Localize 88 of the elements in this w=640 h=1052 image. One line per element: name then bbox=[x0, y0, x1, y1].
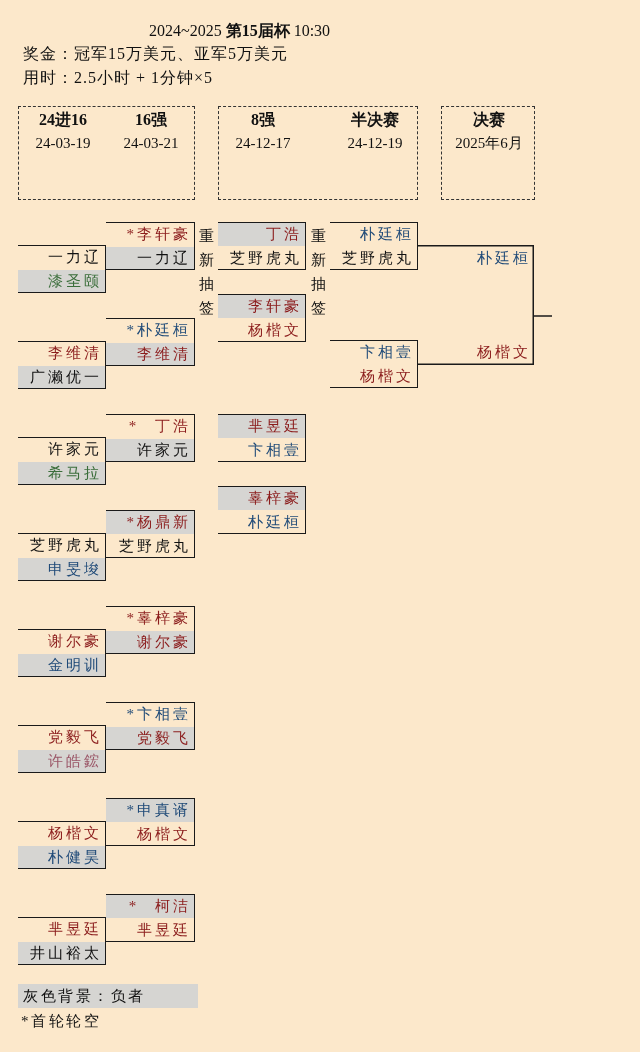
match-bracket bbox=[18, 245, 106, 293]
player-name: *卞相壹 bbox=[126, 703, 191, 726]
match-bracket bbox=[218, 294, 306, 342]
loser-cell: 广濑优一 bbox=[18, 365, 105, 388]
legend-label: 灰色背景：负者 bbox=[23, 987, 146, 1006]
player-name: 卞相壹 bbox=[360, 341, 414, 364]
player-name: 杨楷文 bbox=[477, 341, 531, 364]
loser-cell: 一力辽 bbox=[106, 246, 194, 269]
footnote: *首轮轮空 bbox=[21, 1012, 101, 1031]
loser-cell: 许皓鋐 bbox=[18, 749, 105, 772]
match-bracket bbox=[106, 510, 195, 558]
player-name: 朴廷桓 bbox=[477, 246, 531, 269]
match-bracket bbox=[106, 798, 195, 846]
player-name: 芝野虎丸 bbox=[342, 246, 414, 269]
loser-cell: *申真谞 bbox=[106, 799, 194, 822]
loser-cell: 芈昱廷 bbox=[218, 415, 305, 438]
round-header-box bbox=[441, 106, 535, 200]
match-bracket bbox=[218, 486, 306, 534]
loser-cell: 井山裕太 bbox=[18, 941, 105, 964]
player-name: *李轩豪 bbox=[126, 223, 191, 246]
player-name: 谢尔豪 bbox=[48, 630, 102, 653]
time-control-note: 用时：2.5小时 + 1分钟×5 bbox=[23, 68, 214, 88]
player-name: 芈昱廷 bbox=[48, 918, 102, 941]
round-header-box bbox=[18, 106, 195, 200]
player-name: 卞相壹 bbox=[248, 438, 302, 461]
match-bracket bbox=[18, 725, 106, 773]
player-name: 杨楷文 bbox=[360, 364, 414, 387]
loser-cell: 辜梓豪 bbox=[218, 487, 305, 510]
loser-cell: 党毅飞 bbox=[106, 726, 194, 749]
player-name: 一力辽 bbox=[48, 246, 102, 269]
match-bracket bbox=[218, 414, 306, 462]
loser-cell: *杨鼎新 bbox=[106, 511, 194, 534]
match-bracket bbox=[18, 821, 106, 869]
player-name: 杨楷文 bbox=[248, 318, 302, 341]
loser-cell: 申旻埈 bbox=[18, 557, 105, 580]
match-bracket bbox=[330, 222, 418, 270]
round-heading: 8强 bbox=[251, 110, 275, 130]
round-date: 2025年6月 bbox=[455, 134, 523, 153]
player-name: 芝野虎丸 bbox=[119, 534, 191, 557]
player-name: 芈昱廷 bbox=[137, 918, 191, 941]
player-name: 朴廷桓 bbox=[360, 223, 414, 246]
loser-cell: 谢尔豪 bbox=[106, 630, 194, 653]
round-date: 24-12-19 bbox=[347, 134, 403, 153]
loser-cell: 李轩豪 bbox=[218, 295, 305, 318]
round-heading: 半决赛 bbox=[351, 110, 399, 130]
loser-cell: 许家元 bbox=[106, 438, 194, 461]
prize-note: 奖金：冠军15万美元、亚军5万美元 bbox=[23, 44, 288, 64]
redraw-note: 重新抽签 bbox=[199, 227, 214, 318]
match-bracket bbox=[106, 702, 195, 750]
match-bracket bbox=[18, 917, 106, 965]
round-date: 24-03-19 bbox=[35, 134, 91, 153]
round-heading: 16强 bbox=[135, 110, 167, 130]
player-name: 党毅飞 bbox=[48, 726, 102, 749]
round-date: 24-03-21 bbox=[123, 134, 179, 153]
match-bracket bbox=[330, 340, 418, 388]
diagram-title: 2024~2025 第15届杯 10:30 bbox=[149, 21, 331, 41]
player-name: 杨楷文 bbox=[48, 822, 102, 845]
loser-cell: 丁浩 bbox=[218, 223, 305, 246]
loser-cell: 希马拉 bbox=[18, 461, 105, 484]
loser-cell: 漆圣颐 bbox=[18, 269, 105, 292]
player-name: * 丁浩 bbox=[128, 415, 191, 438]
player-name: 杨楷文 bbox=[137, 822, 191, 845]
player-name: 朴廷桓 bbox=[248, 510, 302, 533]
round-heading: 决赛 bbox=[473, 110, 505, 130]
match-bracket bbox=[18, 437, 106, 485]
round-date: 24-12-17 bbox=[235, 134, 291, 153]
match-bracket bbox=[106, 414, 195, 462]
loser-cell: 朴健昊 bbox=[18, 845, 105, 868]
match-bracket bbox=[106, 318, 195, 366]
round-heading: 24进16 bbox=[39, 110, 87, 130]
match-bracket bbox=[106, 606, 195, 654]
player-name: *朴廷桓 bbox=[126, 319, 191, 342]
round-header-box bbox=[218, 106, 418, 200]
loser-cell: * 柯洁 bbox=[106, 895, 194, 918]
match-bracket bbox=[218, 222, 306, 270]
match-bracket bbox=[18, 341, 106, 389]
redraw-note: 重新抽签 bbox=[311, 227, 326, 318]
player-name: 芝野虎丸 bbox=[230, 246, 302, 269]
player-name: *辜梓豪 bbox=[126, 607, 191, 630]
player-name: 芝野虎丸 bbox=[30, 534, 102, 557]
match-bracket bbox=[106, 894, 195, 942]
loser-cell: 李维清 bbox=[106, 342, 194, 365]
player-name: 李维清 bbox=[48, 342, 102, 365]
loser-cell: 金明训 bbox=[18, 653, 105, 676]
match-bracket bbox=[18, 629, 106, 677]
match-bracket bbox=[18, 533, 106, 581]
player-name: 许家元 bbox=[48, 438, 102, 461]
match-bracket bbox=[106, 222, 195, 270]
